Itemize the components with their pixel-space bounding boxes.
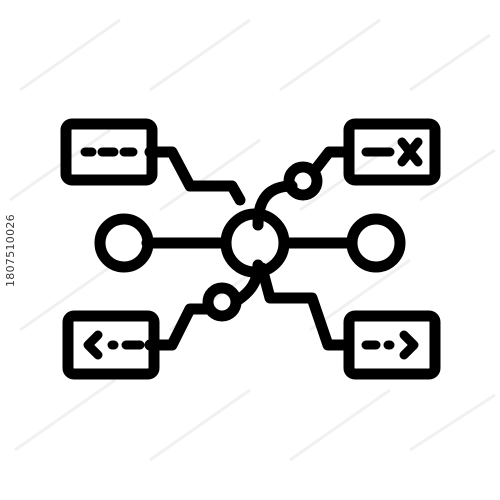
- close-icon: [361, 137, 423, 167]
- center-hub-node: [220, 208, 290, 278]
- connector-bottom-left: [144, 303, 214, 351]
- box-bottom-right: [343, 310, 441, 380]
- arrow-left-icon: [83, 330, 145, 360]
- watermark-pattern: [9, 18, 496, 462]
- box-top-left: [60, 118, 158, 186]
- left-node: [94, 213, 154, 273]
- arrow-right-icon: [361, 330, 419, 360]
- small-node-top: [283, 161, 323, 201]
- box-top-right: [343, 118, 441, 186]
- connector-top-left: [144, 146, 246, 206]
- box-bottom-left: [62, 310, 160, 380]
- connector-bottom-right: [256, 262, 353, 351]
- right-node: [346, 213, 406, 273]
- stock-id-label: 1807510026: [3, 213, 17, 287]
- stock-id-watermark: 1807510026: [1, 0, 19, 500]
- connector-top-right-2: [309, 146, 353, 176]
- small-node-bottom: [202, 282, 242, 322]
